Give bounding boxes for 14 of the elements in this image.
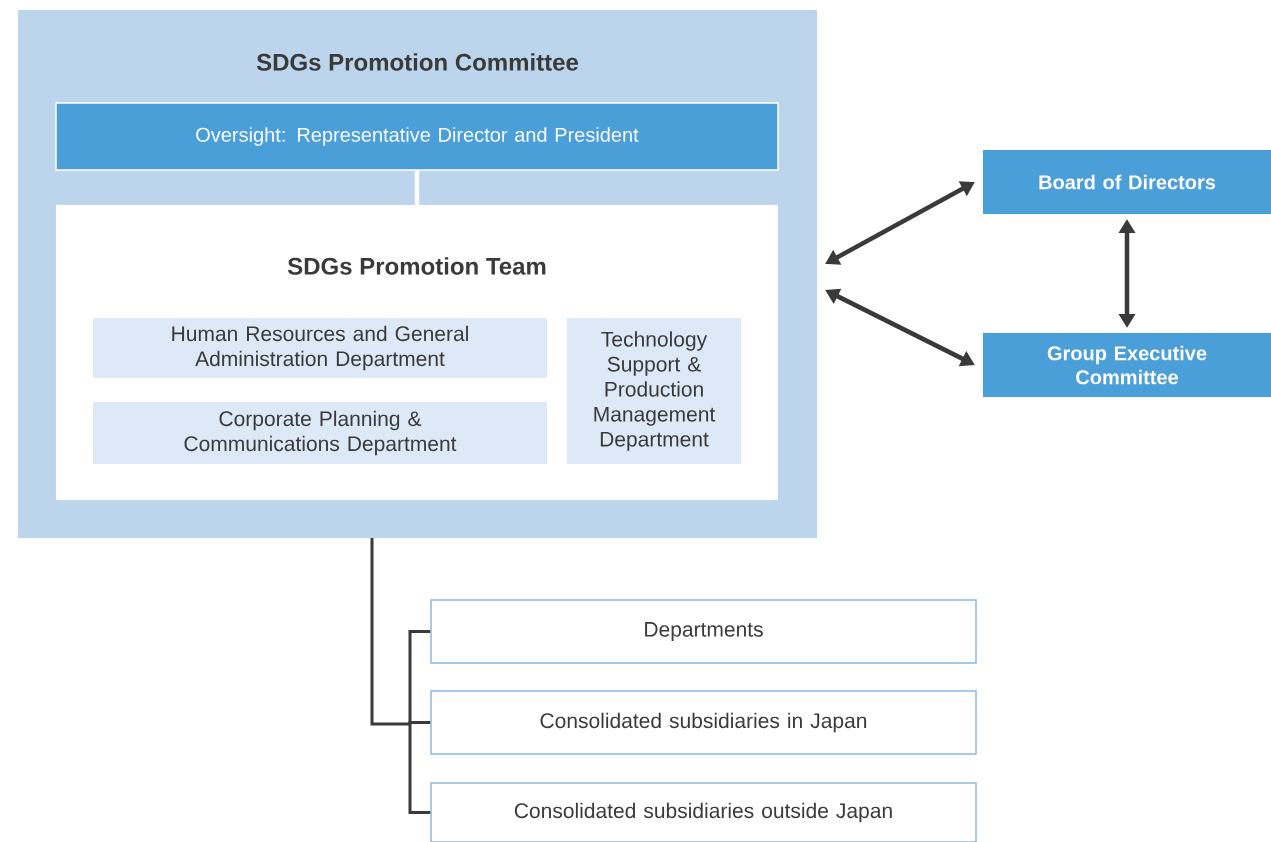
connector-line <box>414 170 420 205</box>
department-box: Human Resources and General Administration Department <box>92 317 548 379</box>
connector-line <box>408 724 431 814</box>
organization-box: Consolidated subsidiaries in Japan <box>430 690 977 755</box>
committee-box: Group Executive Committee <box>982 332 1271 398</box>
board-box: Board of Directors <box>982 149 1271 215</box>
oversight-box: Oversight: Representative Director and President <box>55 102 779 171</box>
organization-box: Departments <box>430 599 977 664</box>
organization-box: Consolidated subsidiaries outside Japan <box>430 782 977 842</box>
connector-line <box>370 538 410 726</box>
department-box: Technology Support & Production Management Department <box>566 317 742 465</box>
connector-line <box>408 630 431 724</box>
department-box: Corporate Planning & Communications Department <box>92 401 548 465</box>
connector-line <box>408 721 431 725</box>
